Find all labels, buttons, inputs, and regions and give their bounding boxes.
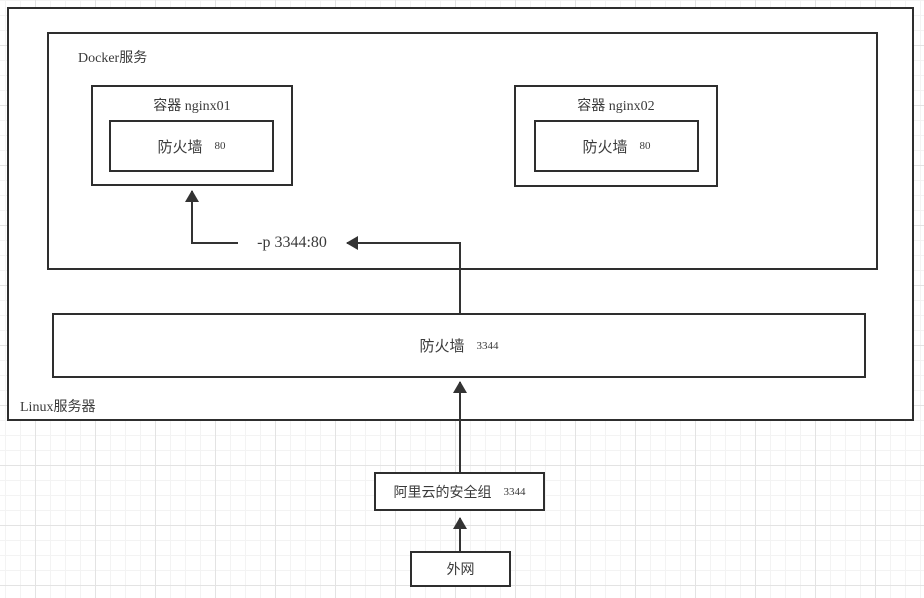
firewall-port: 80 bbox=[639, 140, 651, 152]
firewall-label: 防火墙 bbox=[582, 139, 628, 156]
container-nginx02-firewall-box[interactable]: 防火墙 80 bbox=[534, 120, 699, 172]
port-mapping-label: -p 3344:80 bbox=[257, 234, 327, 251]
external-network-box[interactable]: 外网 bbox=[410, 551, 511, 587]
host-firewall-port: 3344 bbox=[476, 339, 499, 352]
firewall-port: 80 bbox=[214, 140, 226, 152]
security-group-box[interactable]: 阿里云的安全组 3344 bbox=[374, 472, 545, 511]
container-nginx01-firewall-box[interactable]: 防火墙 80 bbox=[109, 120, 274, 172]
external-network-label: 外网 bbox=[446, 563, 475, 578]
security-group-label: 阿里云的安全组 bbox=[393, 485, 492, 501]
linux-server-label: Linux服务器 bbox=[20, 400, 96, 415]
host-firewall-box[interactable]: 防火墙 3344 bbox=[52, 313, 866, 378]
host-firewall-label: 防火墙 bbox=[419, 339, 465, 355]
docker-service-label: Docker服务 bbox=[78, 51, 148, 66]
container-nginx02-title: 容器 nginx02 bbox=[577, 99, 655, 114]
firewall-label: 防火墙 bbox=[157, 139, 203, 156]
security-group-port: 3344 bbox=[503, 485, 526, 498]
container-nginx01-title: 容器 nginx01 bbox=[153, 99, 231, 114]
